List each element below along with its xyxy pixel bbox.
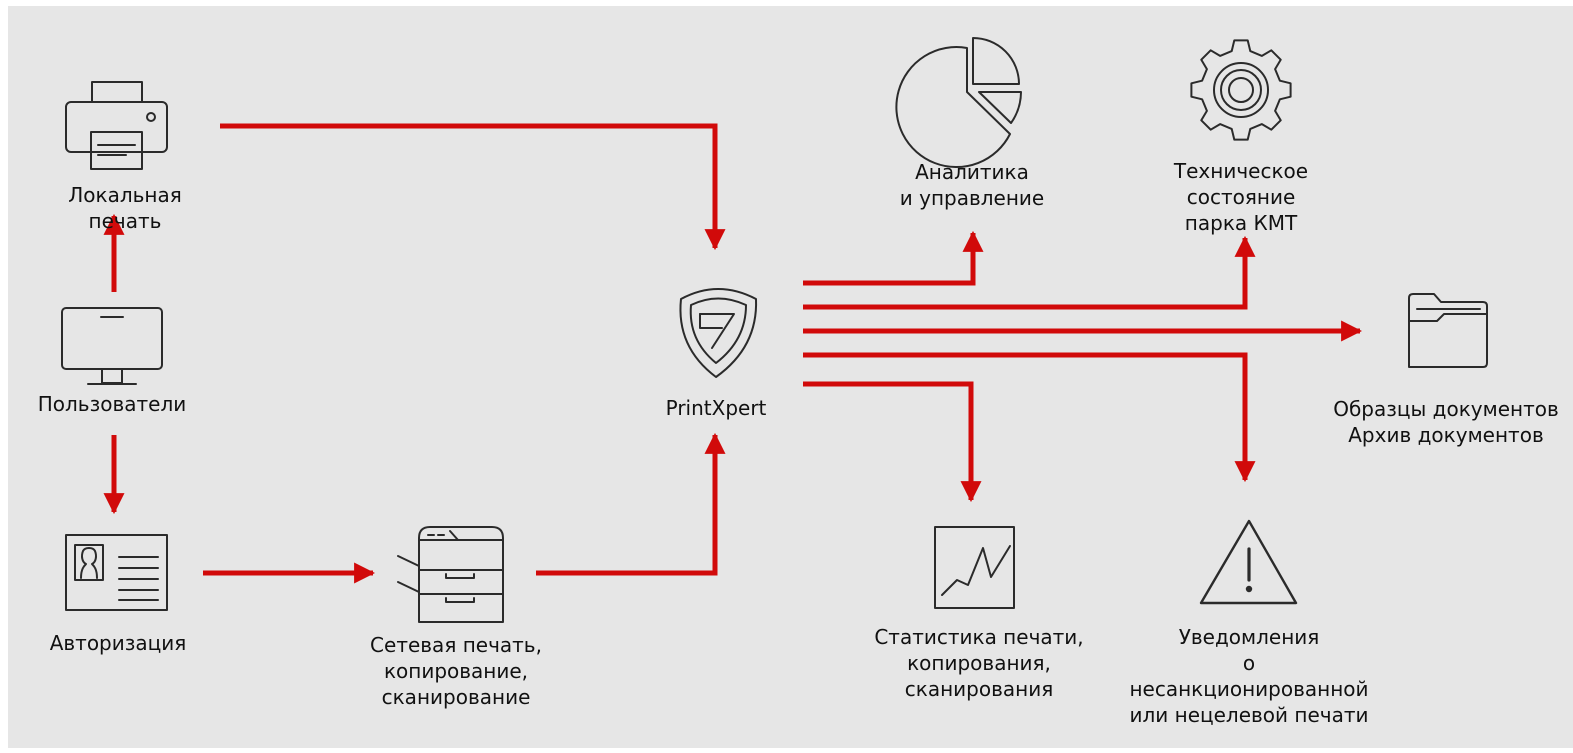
line-chart-icon — [934, 526, 1015, 609]
label-line: Архив документов — [1348, 423, 1544, 447]
label-line: копирование, — [383, 659, 529, 683]
label-line: Статистика печати, — [874, 625, 1084, 649]
label-line: сканирования — [904, 677, 1054, 701]
mfp-printer-icon — [397, 526, 504, 623]
label-line: Сетевая печать, — [370, 633, 542, 657]
stats-label: Статистика печати, копирования, сканиров… — [854, 624, 1104, 702]
auth-label: Авторизация — [18, 630, 218, 656]
gear-icon — [1190, 39, 1292, 141]
arrow-to-analytics — [803, 230, 984, 286]
label-line: сканирование — [381, 685, 531, 709]
local-print-label: Локальная печать — [25, 182, 225, 234]
arrow-network-print-to-printxpert — [536, 432, 726, 576]
label-line: Авторизация — [49, 631, 187, 655]
diagram-canvas: Локальная печать Пользователи Авторизаци… — [8, 6, 1573, 748]
pie-chart-icon — [895, 37, 1022, 168]
analytics-label: Аналитика и управление — [862, 159, 1082, 211]
arrow-to-alerts — [803, 352, 1256, 483]
label-line: несанкционированной — [1129, 677, 1369, 701]
label-line: парка КМТ — [1184, 211, 1298, 235]
warning-icon — [1199, 519, 1298, 605]
archive-label: Образцы документов Архив документов — [1323, 396, 1569, 448]
label-line: Техническое — [1173, 159, 1309, 183]
label-line: и управление — [899, 186, 1045, 210]
printxpert-label: PrintXpert — [636, 395, 796, 421]
network-print-label: Сетевая печать, копирование, сканировани… — [336, 632, 576, 710]
id-card-icon — [65, 534, 168, 611]
tech-label: Техническое состояние парка КМТ — [1131, 158, 1351, 236]
users-label: Пользователи — [12, 391, 212, 417]
printer-icon — [65, 81, 168, 170]
label-line: копирования, — [907, 651, 1051, 675]
label-line: о — [1242, 651, 1256, 675]
arrow-to-stats — [803, 381, 982, 503]
label-line: Уведомления — [1178, 625, 1320, 649]
label-line: состояние — [1186, 185, 1296, 209]
label-line: печать — [88, 209, 162, 233]
alerts-label: Уведомления о несанкционированной или не… — [1114, 624, 1384, 728]
label-line: Локальная — [68, 183, 182, 207]
arrow-local-print-to-printxpert — [220, 123, 726, 251]
folder-icon — [1408, 293, 1488, 368]
monitor-icon — [61, 307, 163, 385]
label-line: Образцы документов — [1333, 397, 1559, 421]
label-line: Пользователи — [37, 392, 187, 416]
shield-logo-icon — [679, 288, 758, 378]
diagram-graphics — [61, 37, 1488, 623]
label-line: Аналитика — [915, 160, 1029, 184]
arrow-to-tech — [803, 235, 1256, 310]
label-line: PrintXpert — [665, 396, 767, 420]
label-line: или нецелевой печати — [1129, 703, 1369, 727]
